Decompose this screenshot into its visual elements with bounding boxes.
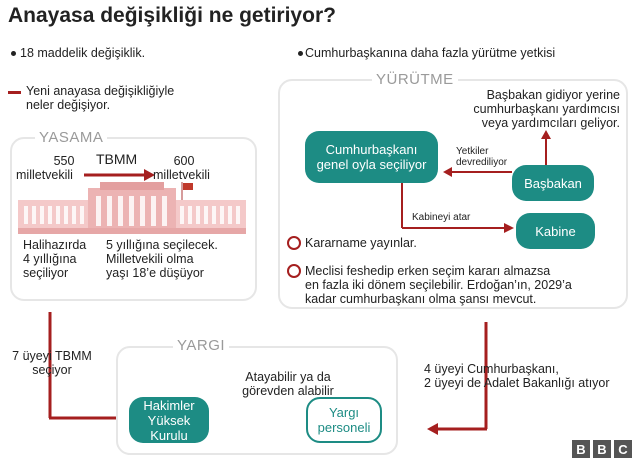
appoint-dismiss-line: Atayabilir ya da bbox=[245, 370, 331, 384]
council-line: Hakimler Yüksek bbox=[143, 397, 195, 428]
bullet-text-left: 18 maddelik değişiklik. bbox=[20, 46, 146, 60]
yargi-label: YARGI bbox=[173, 337, 230, 354]
president-appoints-line: 2 üyeyi de Adalet Bakanlığı atıyor bbox=[424, 376, 610, 390]
yasama-label: YASAMA bbox=[35, 129, 108, 146]
pm-replacement-note: Başbakan gidiyor yerine cumhurbaşkanı ya… bbox=[470, 88, 620, 130]
current-term-line: seçiliyor bbox=[23, 266, 69, 280]
new-term-line: Milletvekili olma bbox=[106, 252, 194, 266]
president-appoints-line: 4 üyeyi Cumhurbaşkanı, bbox=[424, 362, 559, 376]
bullet-dot bbox=[298, 51, 303, 56]
appoints-note: Kabineyi atar bbox=[412, 212, 471, 223]
term-limit-line: en fazla iki dönem seçilebilir. Erdoğan’… bbox=[305, 278, 572, 292]
pm-note-line: veya yardımcıları geliyor. bbox=[481, 116, 620, 130]
executive-arrows bbox=[401, 130, 551, 233]
cabinet-node: Kabine bbox=[516, 213, 595, 249]
seat-increase-arrow bbox=[84, 169, 155, 181]
bullet-text-right: Cumhurbaşkanına daha fazla yürütme yetki… bbox=[305, 46, 556, 60]
bullet-dot bbox=[11, 51, 16, 56]
transfer-line: Yetkiler bbox=[456, 146, 489, 157]
council-line: Kurulu bbox=[150, 427, 188, 443]
legend-line: neler değişiyor. bbox=[26, 98, 111, 112]
logo-letter: B bbox=[572, 440, 590, 458]
new-seats: 600 bbox=[164, 154, 204, 168]
appoint-dismiss-note: Atayabilir ya da görevden alabilir bbox=[232, 370, 344, 398]
judicial-staff-line: personeli bbox=[317, 420, 371, 435]
page-title: Anayasa değişikliği ne getiriyor? bbox=[8, 4, 336, 27]
new-seats-word: milletvekili bbox=[153, 168, 210, 182]
logo-letter: C bbox=[614, 440, 632, 458]
president-line: Cumhurbaşkanı bbox=[325, 142, 418, 157]
current-term-note: Halihazırda 4 yıllığına seçiliyor bbox=[23, 238, 86, 280]
logo-letter: B bbox=[593, 440, 611, 458]
tbmm-selects-line: 7 üyeyi TBMM bbox=[12, 349, 92, 363]
yurutme-label: YÜRÜTME bbox=[372, 71, 458, 88]
legend-text: Yeni anayasa değişikliğiyle neler değişi… bbox=[26, 84, 174, 112]
old-seats: 550 bbox=[38, 154, 90, 168]
president-appoints-note: 4 üyeyi Cumhurbaşkanı, 2 üyeyi de Adalet… bbox=[424, 362, 610, 390]
transfer-line: devrediliyor bbox=[456, 157, 508, 168]
cabinet-label: Kabine bbox=[535, 223, 576, 239]
tbmm-selects-line: seçiyor bbox=[32, 363, 72, 377]
pm-node: Başbakan bbox=[512, 165, 594, 201]
legend-line: Yeni anayasa değişikliğiyle bbox=[26, 84, 175, 98]
pm-note-line: Başbakan gidiyor yerine bbox=[486, 88, 620, 102]
old-seats-number: 550 bbox=[53, 154, 75, 168]
term-limit-ring-icon bbox=[287, 264, 301, 278]
decree-ring-icon bbox=[287, 236, 301, 250]
new-seats-number: 600 bbox=[173, 154, 195, 168]
pm-label: Başbakan bbox=[524, 175, 582, 191]
new-term-note: 5 yıllığına seçilecek. Milletvekili olma… bbox=[106, 238, 218, 280]
bbc-logo: B B C bbox=[572, 440, 632, 458]
current-term-line: Halihazırda bbox=[23, 238, 87, 252]
term-limit-text: Meclisi feshedip erken seçim kararı alma… bbox=[305, 264, 572, 306]
parliament-building-illustration bbox=[18, 182, 246, 234]
judicial-staff-node: Yargı personeli bbox=[306, 397, 382, 443]
new-term-line: yaşı 18’e düşüyor bbox=[106, 266, 204, 280]
transfer-note: Yetkiler devrediliyor bbox=[456, 146, 507, 168]
decree-text: Kararname yayınlar. bbox=[305, 236, 417, 250]
president-node: Cumhurbaşkanı genel oyla seçiliyor bbox=[305, 131, 438, 183]
tbmm-label: TBMM bbox=[96, 151, 138, 167]
legend-swatch bbox=[8, 91, 21, 94]
old-seats-word: milletvekili bbox=[16, 168, 73, 182]
new-term-line: 5 yıllığına seçilecek. bbox=[106, 238, 218, 252]
current-term-line: 4 yıllığına bbox=[23, 252, 77, 266]
judicial-staff-line: Yargı bbox=[328, 405, 360, 420]
pm-note-line: cumhurbaşkanı yardımcısı bbox=[473, 102, 620, 116]
tbmm-selects-note: 7 üyeyi TBMM seçiyor bbox=[8, 349, 96, 377]
president-line: genel oyla seçiliyor bbox=[316, 157, 427, 172]
appoint-dismiss-line: görevden alabilir bbox=[242, 384, 334, 398]
council-node: Hakimler Yüksek Kurulu bbox=[129, 397, 209, 443]
term-limit-line: Meclisi feshedip erken seçim kararı alma… bbox=[305, 264, 551, 278]
term-limit-line: kadar cumhurbaşkanı olma şansı mevcut. bbox=[305, 292, 537, 306]
